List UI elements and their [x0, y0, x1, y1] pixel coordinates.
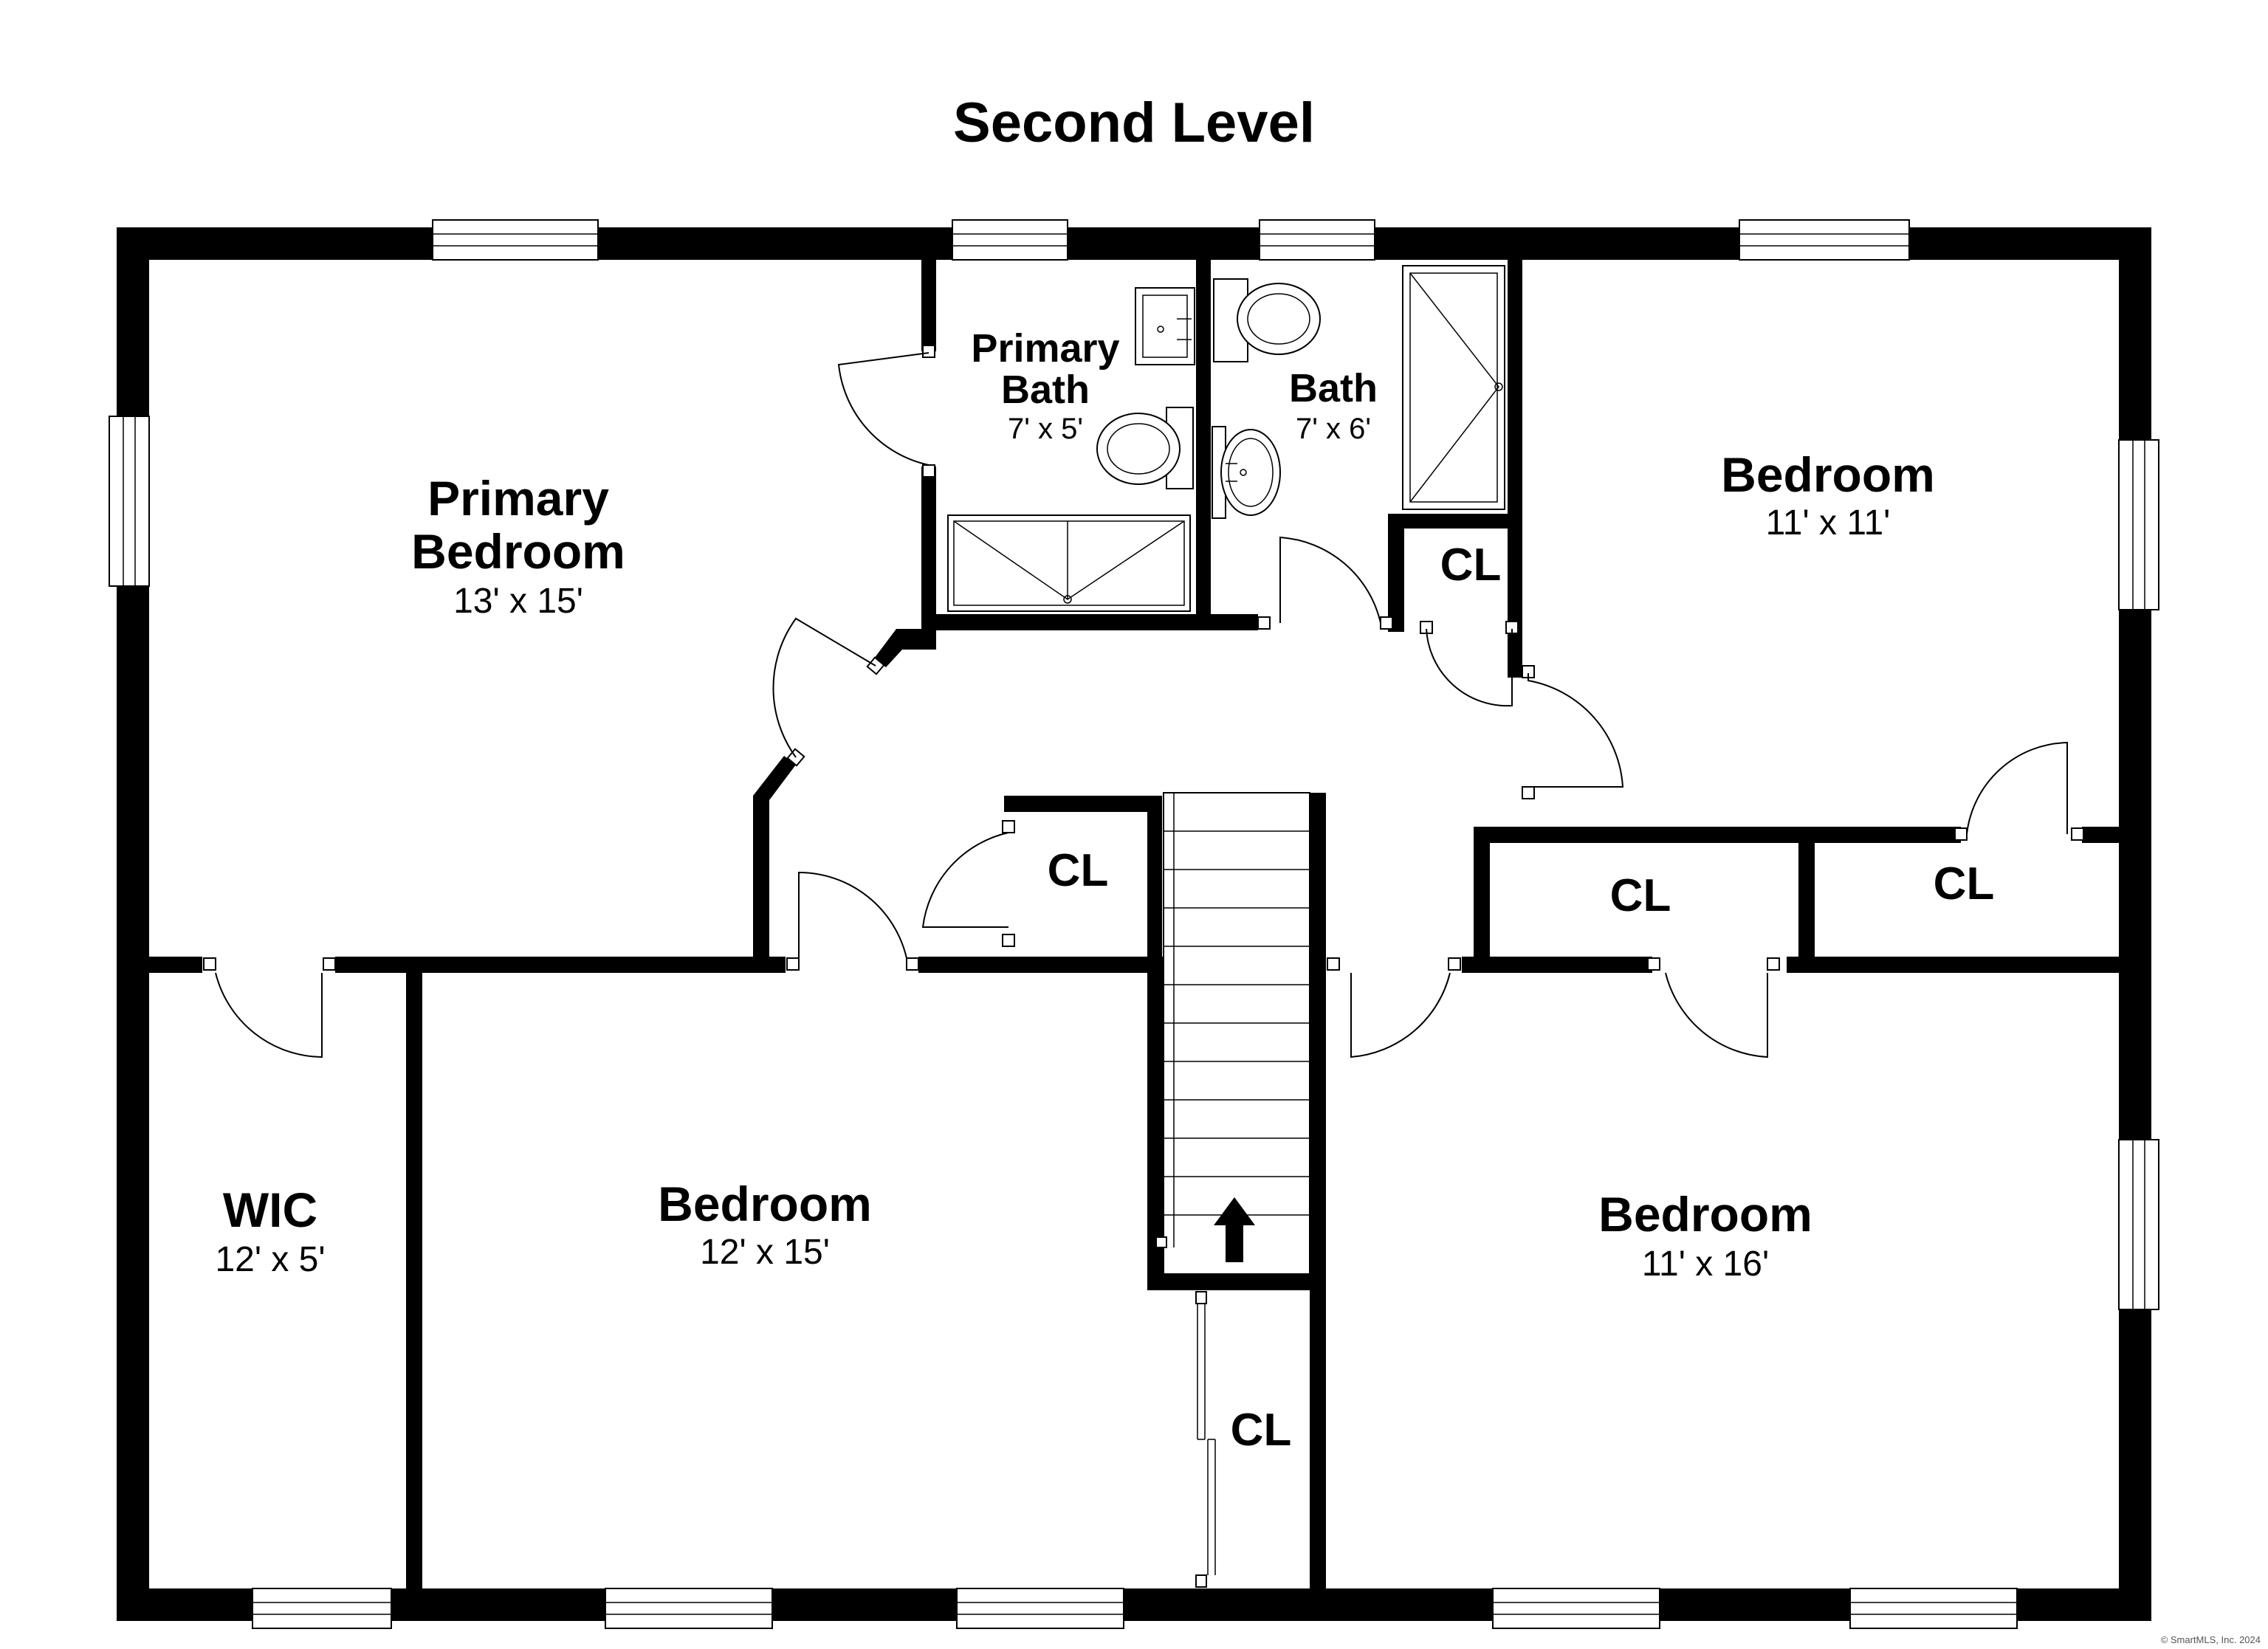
room-dims-primary-bath: 7' x 5' [1008, 413, 1083, 445]
window-icon [2118, 439, 2159, 610]
sink-icon [1212, 426, 1281, 519]
fixtures [947, 265, 1505, 612]
window-icon [432, 219, 599, 261]
room-dims-bedroom-sw: 12' x 15' [700, 1233, 830, 1272]
window-icon [1259, 219, 1375, 261]
window-icon [2118, 1139, 2159, 1310]
room-label-primary-bath: Bath [1001, 368, 1090, 412]
room-label-bedroom-sw: Bedroom [658, 1177, 872, 1231]
room-label-primary-bath: Primary [971, 326, 1119, 371]
copyright-credit: © SmartMLS, Inc. 2024 [2161, 1634, 2261, 1645]
room-label-primary-bedroom: Bedroom [411, 524, 625, 579]
closet-label: CL [1610, 870, 1671, 921]
closet-label: CL [1231, 1405, 1292, 1456]
interior-walls [149, 260, 2119, 1588]
room-dims-wic: 12' x 5' [215, 1240, 325, 1279]
window-icon [1739, 219, 1910, 261]
closet-label: CL [1440, 540, 1502, 591]
room-dims-bedroom-se: 11' x 16' [1642, 1245, 1769, 1284]
windows [109, 219, 2159, 1629]
plan-title: Second Level [953, 92, 1315, 154]
window-icon [952, 219, 1068, 261]
shower-icon [1402, 265, 1505, 510]
window-icon [1492, 1588, 1660, 1629]
window-icon [109, 416, 150, 587]
window-icon [956, 1588, 1124, 1629]
bathtub-icon [947, 514, 1191, 612]
toilet-icon [1213, 278, 1321, 362]
room-label-bath: Bath [1289, 366, 1378, 410]
window-icon [1849, 1588, 2018, 1629]
sink-icon [1135, 287, 1195, 365]
room-dims-bath: 7' x 6' [1296, 413, 1371, 445]
arrow-up-icon [1214, 1197, 1255, 1262]
toilet-icon [1096, 407, 1194, 489]
room-dims-primary-bedroom: 13' x 15' [453, 582, 583, 621]
room-label-wic: WIC [223, 1182, 317, 1237]
closet-label: CL [1048, 845, 1109, 896]
staircase [1155, 792, 1310, 1275]
room-dims-bedroom-ne: 11' x 11' [1766, 503, 1891, 543]
doors [203, 345, 2084, 1588]
room-label-bedroom-se: Bedroom [1598, 1187, 1812, 1242]
window-icon [605, 1588, 773, 1629]
room-labels: Primary Bedroom 13' x 15' Primary Bath 7… [215, 326, 1994, 1456]
room-label-bedroom-ne: Bedroom [1721, 447, 1935, 502]
window-icon [252, 1588, 392, 1629]
closet-label: CL [1934, 858, 1995, 909]
room-label-primary-bedroom: Primary [427, 471, 609, 526]
